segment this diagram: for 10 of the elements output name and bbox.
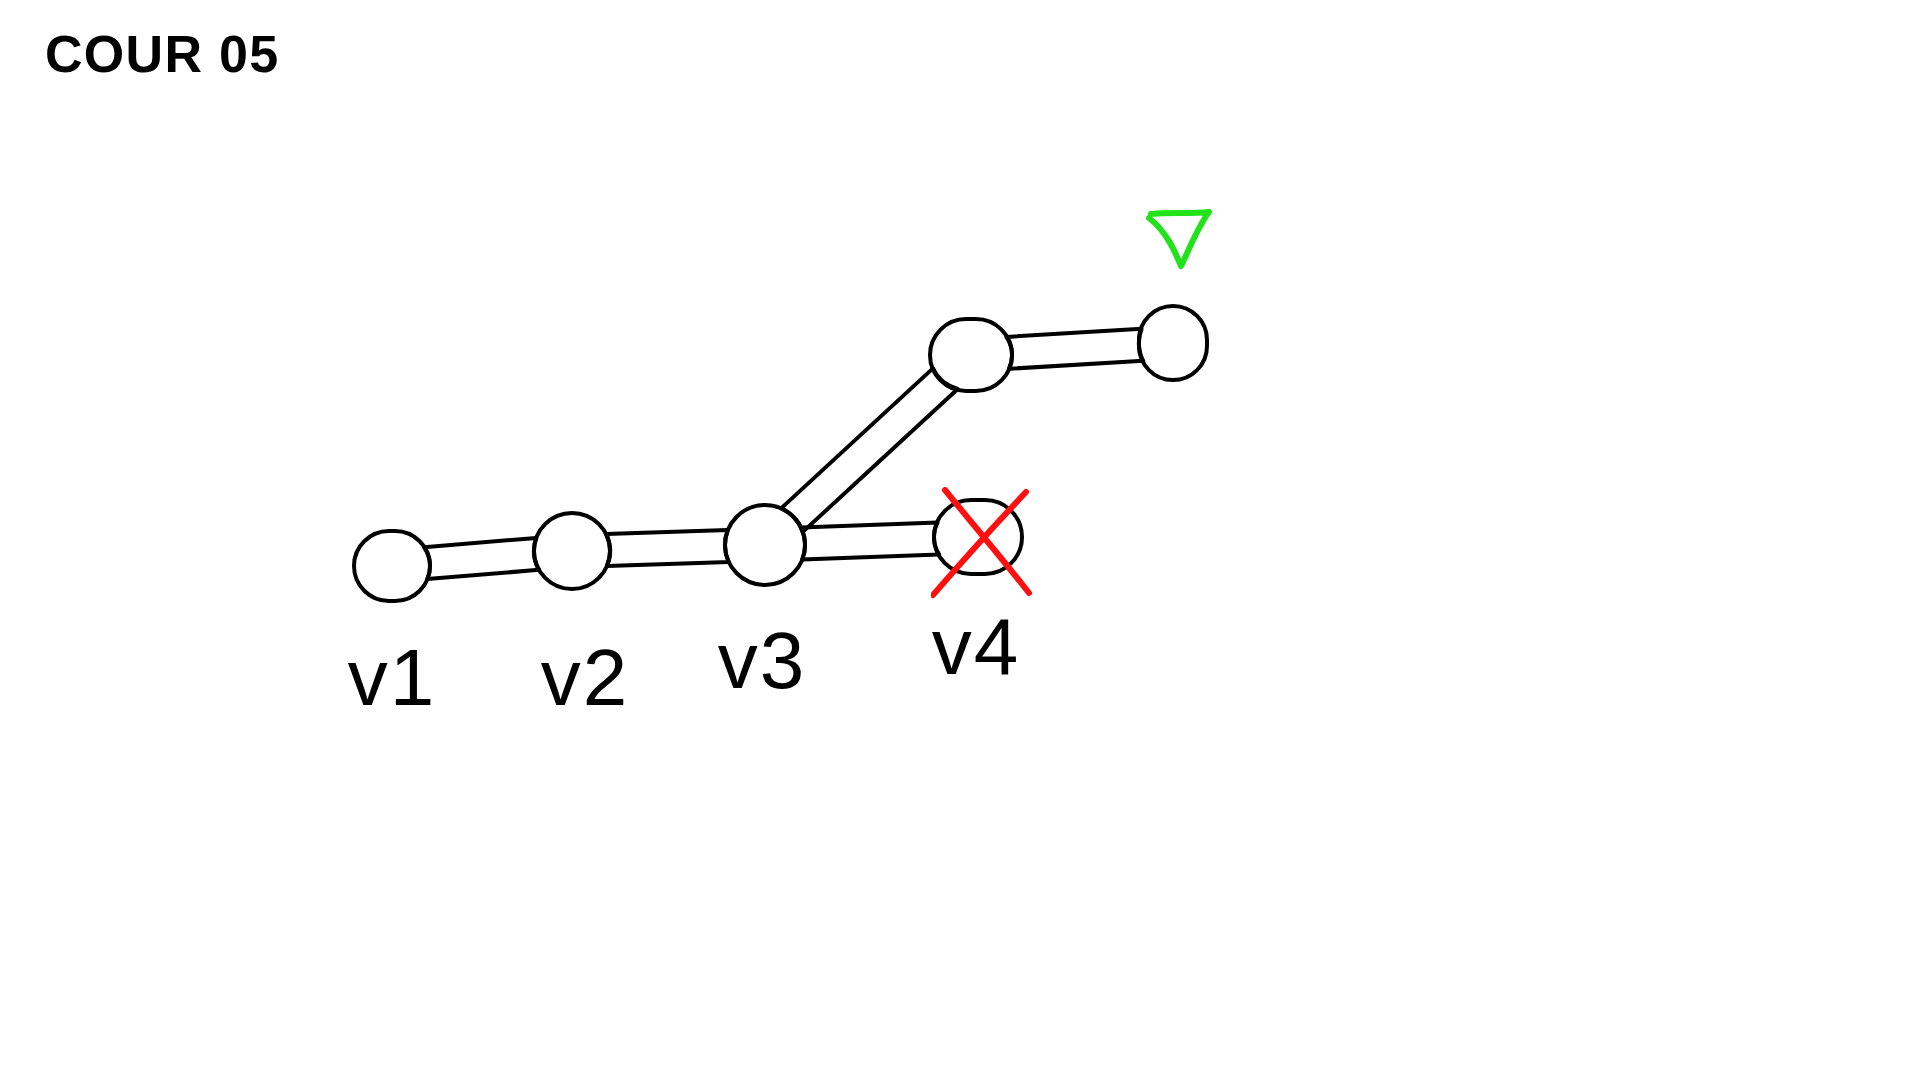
version-label: v4 — [931, 607, 1021, 687]
double-line-connector — [422, 535, 541, 582]
version-label: v2 — [540, 638, 630, 718]
double-line-connector — [799, 520, 942, 562]
version-label: v3 — [717, 621, 807, 701]
double-line-connector — [779, 366, 960, 534]
version-label: v1 — [347, 638, 437, 718]
double-line-connector — [604, 528, 731, 568]
double-line-connector — [1004, 326, 1146, 371]
title: COUR 05 — [45, 28, 280, 80]
